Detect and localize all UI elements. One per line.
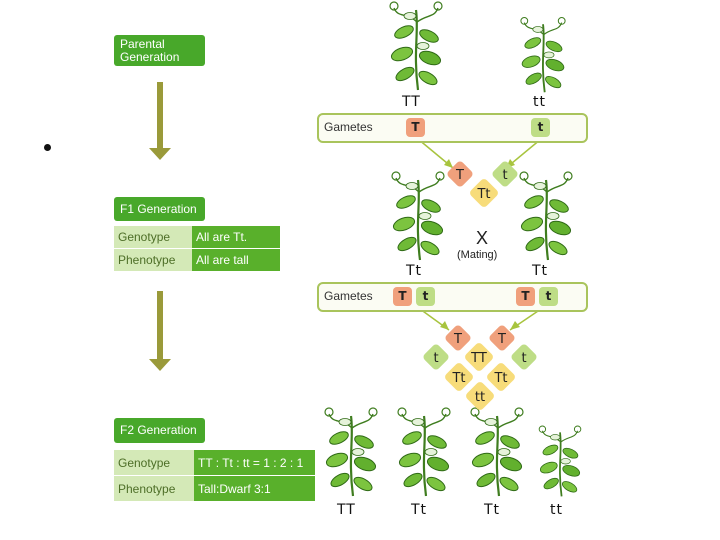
connector-arrowhead <box>510 321 520 330</box>
gametes-label: Gametes <box>324 289 373 303</box>
punnett-left: t <box>433 351 438 366</box>
mating-cross-symbol: X <box>476 228 488 249</box>
fusion-label-left: T <box>455 168 464 183</box>
f1-gametes-bar: Gametes T t T t <box>317 282 588 312</box>
punnett-top-left: T <box>453 332 462 347</box>
punnett-bottom: tt <box>475 390 485 405</box>
parent-gametes-bar: Gametes T t <box>317 113 588 143</box>
tall-plant-icon <box>471 408 524 496</box>
punnett-mid-right: Tt <box>493 371 507 386</box>
gamete-recessive-chip: t <box>531 118 550 137</box>
parent-genotype-right: tt <box>533 94 546 110</box>
punnett-top-right: T <box>497 332 506 347</box>
f2-genotype-1: TT <box>337 502 356 518</box>
short-plant-icon <box>521 17 566 92</box>
tall-plant-icon <box>325 408 378 496</box>
gamete-dominant-chip: T <box>406 118 425 137</box>
gamete-dominant-chip: T <box>516 287 535 306</box>
fusion-label-center: Tt <box>476 187 490 202</box>
mating-label: (Mating) <box>457 249 497 261</box>
punnett-right: t <box>521 351 526 366</box>
connector-arrowhead <box>440 321 449 330</box>
f1-genotype-left: Tt <box>406 263 422 279</box>
f1-genotype-right: Tt <box>532 263 548 279</box>
tall-plant-icon <box>392 172 445 260</box>
f2-genotype-4: tt <box>550 502 563 518</box>
f2-genotype-3: Tt <box>484 502 500 518</box>
gamete-dominant-chip: T <box>393 287 412 306</box>
parent-genotype-left: TT <box>402 94 421 110</box>
punnett-mid-left: Tt <box>451 371 465 386</box>
gamete-recessive-chip: t <box>539 287 558 306</box>
f2-genotype-2: Tt <box>411 502 427 518</box>
fusion-label-right: t <box>502 168 507 183</box>
tall-plant-icon <box>520 172 573 260</box>
gametes-label: Gametes <box>324 120 373 134</box>
tall-plant-icon <box>398 408 451 496</box>
short-plant-icon <box>539 426 581 496</box>
tall-plant-icon <box>390 2 443 90</box>
gamete-recessive-chip: t <box>416 287 435 306</box>
punnett-center: TT <box>470 351 487 366</box>
connector-arrowhead <box>444 159 453 168</box>
